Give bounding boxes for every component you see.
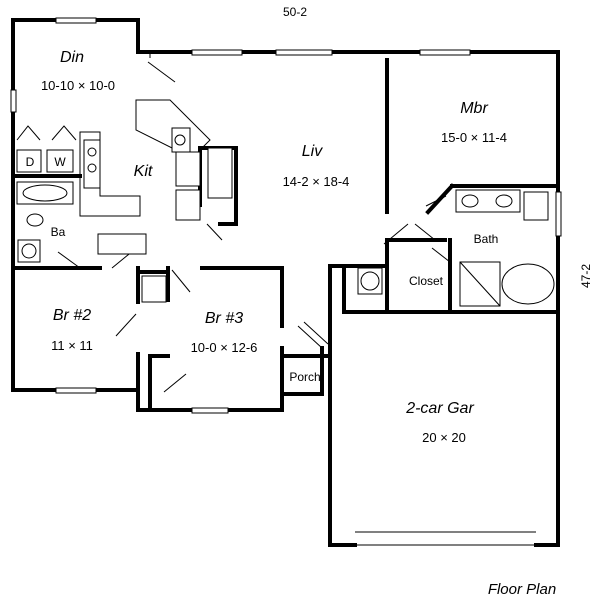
windows [10,17,562,414]
liv-size: 14-2 × 18-4 [283,174,350,189]
washer-label: W [54,155,66,169]
closet-label: Closet [409,274,444,288]
porch-label: Porch [289,370,320,384]
br2-label: Br #2 [53,307,91,324]
liv-label: Liv [302,143,323,160]
kit-label: Kit [134,163,153,180]
overall-depth-label: 47-2 [579,264,593,288]
mbr-label: Mbr [460,100,488,117]
garage-size: 20 × 20 [422,430,466,445]
mbr-size: 15-0 × 11-4 [441,130,507,145]
fireplace [207,147,233,199]
dryer-label: D [26,155,35,169]
br2-size: 11 × 11 [51,338,93,353]
ba-label: Ba [51,225,66,239]
fixtures [16,99,555,307]
washer [46,149,74,173]
din-size: 10-10 × 10-0 [41,78,115,93]
garage-label: 2-car Gar [405,400,474,417]
overall-width-label: 50-2 [283,5,307,19]
br3-size: 10-0 × 12-6 [191,340,258,355]
bath-label: Bath [474,232,499,246]
plan-title: Floor Plan [488,581,556,598]
br3-label: Br #3 [205,310,243,327]
dryer [16,149,42,173]
din-label: Din [60,49,84,66]
